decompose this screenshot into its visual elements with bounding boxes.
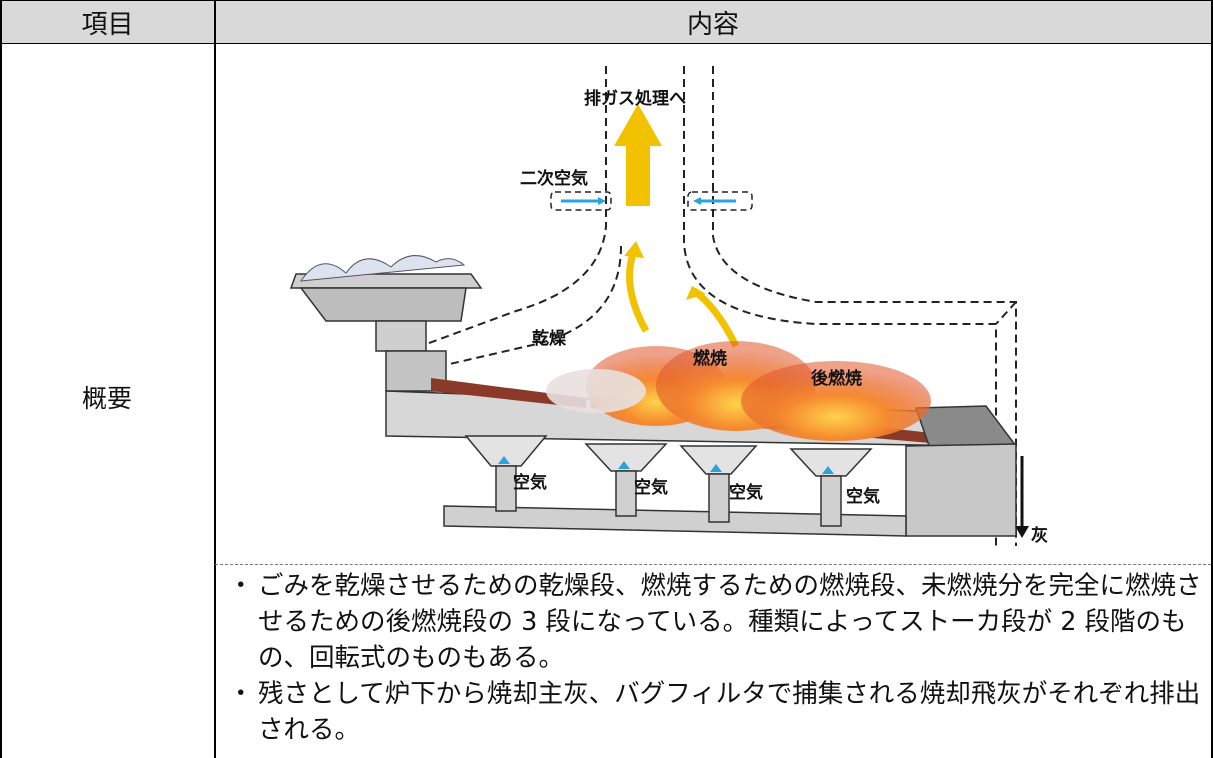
- header-item-label: 項目: [81, 9, 134, 40]
- header-item-cell: 項目: [0, 0, 215, 44]
- exhaust-arrow-icon: [614, 104, 662, 206]
- duct-outline: [420, 66, 1017, 546]
- ash-label: 灰: [1031, 525, 1048, 546]
- diagram-text-separator: [215, 564, 1211, 565]
- bullet-item: ・ 残さとして炉下から焼却主灰、バグフィルタで捕集される焼却飛灰がそれぞれ排出さ…: [218, 676, 1208, 748]
- bullet-mark: ・: [228, 571, 254, 601]
- table-right-border: [1211, 0, 1213, 758]
- table-left-border: [0, 0, 2, 758]
- exhaust-label: 排ガス処理へ: [584, 88, 686, 109]
- feed-hopper: [289, 255, 483, 392]
- stage-drying-label: 乾燥: [532, 328, 567, 349]
- air-funnels: [464, 435, 873, 527]
- description-text: ・ ごみを乾燥させるための乾燥段、燃焼するための燃焼段、未燃焼分を完全に燃焼させ…: [218, 568, 1208, 748]
- bullet-mark: ・: [228, 679, 254, 709]
- header-content-label: 内容: [686, 9, 739, 40]
- bullet-text-2: 残さとして炉下から焼却主灰、バグフィルタで捕集される焼却飛灰がそれぞれ排出される…: [258, 679, 1201, 745]
- row-label: 概要: [81, 384, 132, 413]
- stoker-furnace-diagram: 排ガス処理へ 二次空気: [216, 46, 1211, 564]
- secondary-air-label: 二次空気: [520, 168, 588, 189]
- secondary-air-nozzle-right: [687, 191, 753, 211]
- furnace-illustration: 排ガス処理へ 二次空気: [289, 66, 1048, 546]
- header-content-cell: 内容: [214, 0, 1213, 44]
- secondary-air-nozzle-left: [550, 191, 612, 211]
- bullet-item: ・ ごみを乾燥させるための乾燥段、燃焼するための燃焼段、未燃焼分を完全に燃焼させ…: [218, 568, 1208, 676]
- air-label-1: 空気: [513, 472, 547, 493]
- air-label-2: 空気: [634, 477, 668, 498]
- table-column-divider: [214, 0, 216, 758]
- bullet-text-1: ごみを乾燥させるための乾燥段、燃焼するための燃焼段、未燃焼分を完全に燃焼させるた…: [258, 571, 1202, 673]
- gas-flow-arrow-icon: [691, 288, 740, 348]
- gas-flow-arrow-icon: [626, 249, 650, 333]
- air-label-3: 空気: [729, 482, 763, 503]
- air-label-4: 空気: [846, 486, 880, 507]
- combustion-flames: [546, 341, 931, 441]
- stage-post-combustion-label: 後燃焼: [811, 368, 862, 389]
- row-label-cell: 概要: [0, 44, 214, 758]
- stage-combustion-label: 燃焼: [693, 348, 727, 369]
